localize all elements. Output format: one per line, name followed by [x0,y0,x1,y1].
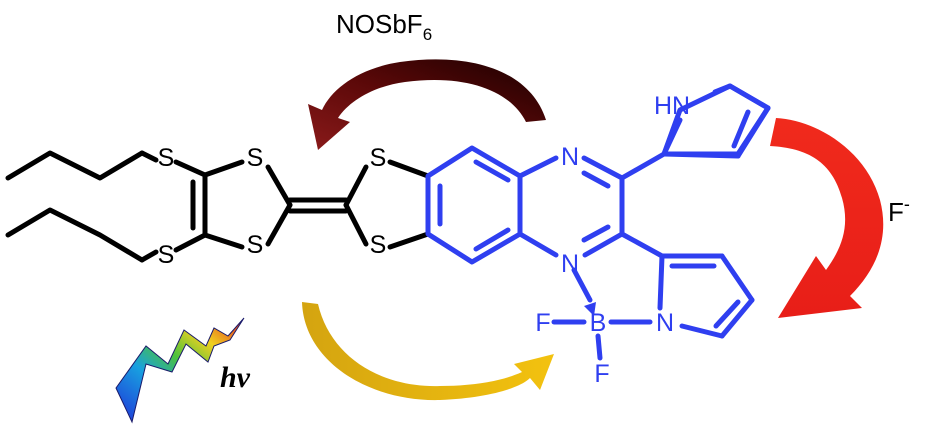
pyrazine-nitrogen-top: N [561,143,579,171]
lightning-bolt-icon [115,317,245,424]
fluoride-arrow [770,118,884,318]
fluorine-atom-left: F [535,309,550,337]
acceptor-bonds [425,83,771,361]
sulfur-atom-2: S [158,241,175,269]
fluoride-label: F- [888,194,910,227]
sulfur-atom-5: S [370,144,387,172]
oxidant-formula: NOSbF [336,9,423,39]
light-label: hv [220,361,251,394]
pyrrole-nh-group: HN [654,92,690,120]
oxidant-label: NOSbF6 [336,9,432,44]
boron-atom: B [590,309,607,337]
pyrrole-nitrogen-bound: N [656,309,674,337]
sulfur-atom-1: S [158,144,175,172]
arrow-head-n-to-b [584,302,596,316]
fluoride-symbol: F [888,197,904,227]
upper-pyrrole-ring [661,83,771,159]
fluoride-charge: - [904,194,910,214]
oxidation-arrow [308,59,546,150]
sulfur-atom-6: S [370,231,387,259]
sulfur-atom-4: S [247,231,264,259]
oxidant-subscript: 6 [423,25,432,44]
pyrazine-nitrogen-bottom: N [561,250,579,278]
fluorine-atom-bottom: F [594,360,609,388]
light-arrow [302,302,554,401]
sulfur-atom-3: S [247,144,264,172]
ttf-donor-bonds [5,150,431,263]
